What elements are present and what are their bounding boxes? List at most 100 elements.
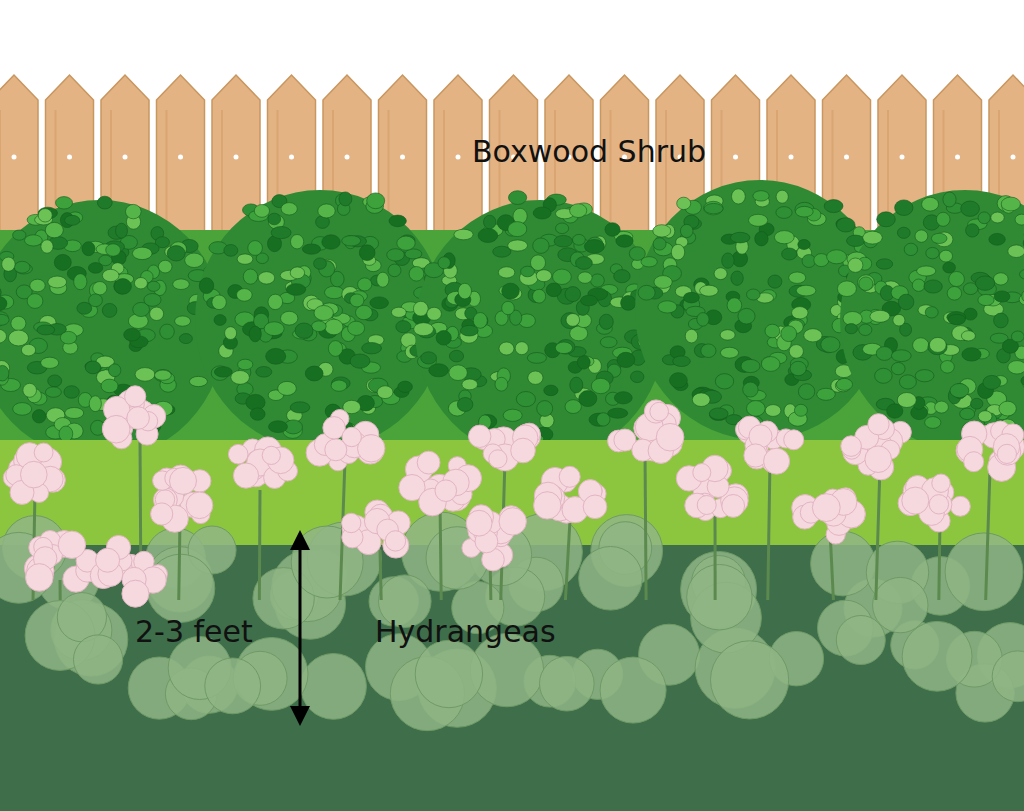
shrub-leaf [983,375,1001,389]
shrub-leaf [413,301,428,316]
shrub-leaf [714,268,727,280]
shrub-leaf [876,347,892,361]
shrub-leaf [89,294,103,307]
shrub-leaf [396,321,411,333]
shrub-leaf [312,321,327,332]
flower-petal [656,423,684,451]
shrub-leaf [328,341,342,357]
flower-petal [122,580,149,607]
nail-hole [289,155,294,160]
shrub-leaf [555,342,572,354]
shrub-leaf [214,315,226,326]
shrub-leaf [961,331,975,341]
shrub-leaf [948,314,965,324]
shrub-leaf [891,350,911,362]
shrub-leaf [935,401,949,413]
shrub-leaf [150,307,164,320]
shrub-leaf [281,203,297,215]
shrub-leaf [658,301,677,313]
shrub-leaf [794,404,807,416]
shrub-leaf [322,235,340,249]
nail-hole [1011,155,1016,160]
shrub-leaf [126,204,142,218]
shrub-leaf [1001,197,1020,211]
height-arrow [290,530,310,726]
geranium-leaf [57,593,106,642]
flower-petal [435,480,457,502]
shrub-leaf [765,405,781,417]
shrub-leaf [789,345,803,359]
shrub-leaf [960,408,975,419]
shrub-leaf [749,214,768,226]
shrub-leaf [795,202,814,216]
shrub-leaf [581,295,598,306]
shrub-leaf [917,266,936,276]
flower-petal [644,400,667,423]
shrub-body [0,200,225,460]
shrub-leaf [30,279,45,292]
shrub-leaf [776,190,788,203]
flower-petal [58,531,85,558]
shrub-leaf [38,209,52,222]
shrub-leaf [798,240,810,250]
hydrangea-leaves [0,512,1024,731]
shrub-leaf [45,387,61,397]
shrub-leaf [291,235,304,249]
shrub-leaf [950,384,969,398]
shrub-leaf [290,402,310,413]
flower-petal [21,461,48,488]
shrub-leaf [48,276,67,288]
shrub-leaf [936,212,950,226]
shrub-leaf [576,257,593,270]
shrub-leaf [502,301,515,314]
shrub-leaf [991,212,1004,223]
shrub-leaf [704,203,723,213]
flower-stem [258,490,262,600]
nail-hole [178,155,183,160]
nail-hole [234,155,239,160]
plant-label: Hydrangeas [375,614,556,650]
shrub-leaf [414,323,434,336]
shrub-leaf [65,408,84,419]
shrub-leaf [753,191,769,201]
shrub-leaf [457,398,473,412]
shrub-leaf [268,213,281,225]
nail-hole [123,155,128,160]
shrub-leaf [795,206,813,217]
shrub-leaf [897,393,916,408]
shrub-leaf [697,313,709,327]
flower-petal [583,495,607,519]
shrub-leaf [60,331,76,344]
shrub-leaf [747,289,761,300]
flower-petal [102,415,130,443]
shrub-leaf [677,197,691,209]
shrub-leaf [25,235,43,246]
shrub-leaf [715,374,733,389]
shrub-leaf [722,253,734,268]
shrub-leaf [225,327,237,340]
shrub-leaf [790,361,806,375]
shrub-leaf [765,324,780,338]
flower-stem [380,550,381,600]
shrub-leaf [925,417,941,429]
shrub-leaf [743,382,758,397]
shrub-leaf [116,223,128,238]
shrub-leaf [0,297,7,311]
shrub-leaf [566,314,580,327]
shrub-leaf [870,310,890,322]
geranium-leaf [873,577,928,632]
shrub-leaf [106,244,121,256]
shrub-leaf [362,343,382,354]
shrub-leaf [631,371,644,383]
shrub-leaf [387,249,405,261]
shrub-leaf [499,342,514,355]
shrub-leaf [212,295,226,310]
shrub-leaf [926,247,939,258]
shrub-leaf [821,337,840,353]
shrub-leaf [398,381,413,392]
geranium-leaf [205,658,261,714]
shrub-leaf [827,250,847,264]
nail-hole [955,155,960,160]
shrub-leaf [114,279,131,295]
